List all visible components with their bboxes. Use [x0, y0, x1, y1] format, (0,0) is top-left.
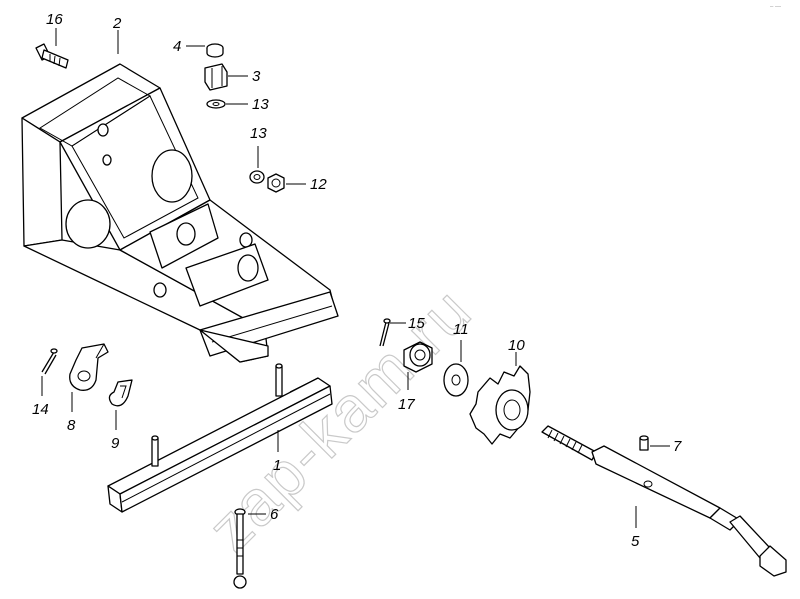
small-pin-part — [639, 435, 649, 451]
callout-label: 8 — [67, 417, 76, 434]
cap-part — [206, 43, 224, 58]
flat-washer-part — [443, 363, 469, 397]
callout-3: 3 — [228, 68, 261, 85]
callout-16: 16 — [46, 11, 63, 46]
callout-5: 5 — [631, 506, 640, 550]
castle-nut-part — [403, 341, 433, 373]
callout-4: 4 — [173, 38, 205, 55]
callout-label: 17 — [398, 396, 415, 413]
callout-label: 2 — [112, 15, 122, 32]
callout-label: 7 — [673, 438, 682, 455]
callout-label: 6 — [270, 506, 279, 523]
callout-label: 11 — [453, 321, 469, 338]
callout-8: 8 — [67, 392, 76, 434]
callout-label: 16 — [46, 11, 63, 28]
cotter-pin-part — [41, 348, 58, 375]
gear-part — [469, 365, 531, 445]
callout-13-upper: 13 — [226, 96, 269, 113]
callout-12: 12 — [286, 176, 327, 193]
callout-6: 6 — [248, 506, 279, 523]
split-pin-part — [379, 318, 391, 347]
callout-14: 14 — [32, 376, 49, 418]
callout-label: 4 — [173, 38, 181, 55]
callout-label: 15 — [408, 315, 425, 332]
callout-label: 9 — [111, 435, 120, 452]
callout-label: 14 — [32, 401, 49, 418]
callout-11: 11 — [453, 321, 469, 362]
bracket-housing-part — [21, 63, 339, 363]
spring-washer-part — [249, 170, 265, 184]
hex-sleeve-part — [204, 63, 228, 91]
clamp-part — [69, 343, 109, 391]
callout-label: 13 — [250, 125, 267, 142]
clip-part — [108, 379, 133, 407]
callout-label: 5 — [631, 533, 640, 550]
nut-part — [267, 173, 285, 193]
callout-2: 2 — [112, 15, 122, 54]
callout-label: 13 — [252, 96, 269, 113]
callout-9: 9 — [111, 410, 120, 452]
callout-15: 15 — [390, 315, 425, 332]
bolt-part — [35, 43, 69, 69]
callout-label: 10 — [508, 337, 525, 354]
channel-rail-part — [107, 363, 333, 513]
callout-17: 17 — [398, 372, 415, 413]
callout-label: 3 — [252, 68, 261, 85]
long-bolt-part — [233, 508, 247, 589]
shaft-part — [541, 425, 787, 577]
callout-7: 7 — [650, 438, 682, 455]
callout-label: 12 — [310, 176, 327, 193]
callout-10: 10 — [508, 337, 525, 366]
washer-part-upper — [206, 99, 226, 109]
callout-1: 1 — [273, 430, 281, 474]
callout-13-lower: 13 — [250, 125, 267, 168]
callout-label: 1 — [273, 457, 281, 474]
corner-mark: – — — [770, 4, 781, 10]
